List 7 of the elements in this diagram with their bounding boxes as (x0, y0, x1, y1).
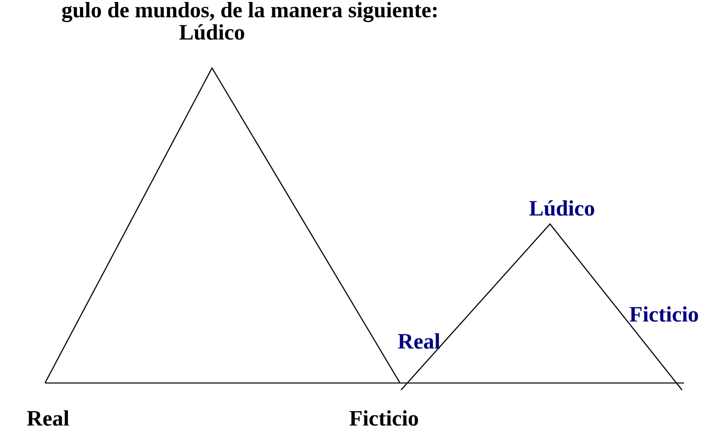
vertex-label: Real (27, 410, 70, 426)
vertex-label: Ficticio (350, 410, 418, 426)
vertex-label: Lúdico (529, 200, 594, 216)
vertex-label: Lúdico (179, 24, 244, 40)
vertex-label: Real (398, 333, 440, 349)
vertex-label: Ficticio (630, 306, 698, 322)
sentence-text: gulo de mundos, de la manera siguiente: (62, 2, 437, 22)
